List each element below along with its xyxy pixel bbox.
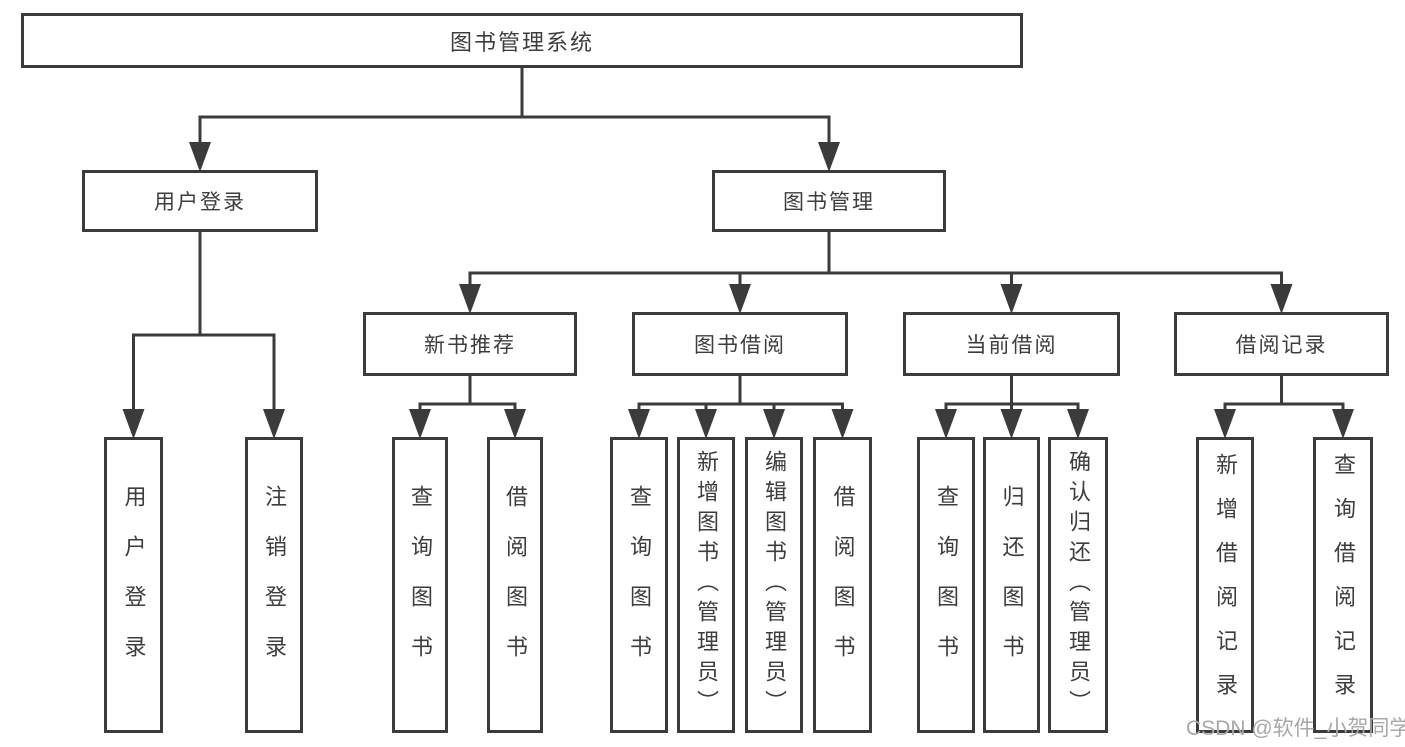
node-book-borrowing: 图书借阅 [632,312,848,376]
node-label: 查询借阅记录 [1331,453,1356,717]
node-leaf-logout: 注销登录 [245,437,303,733]
arrowhead-icon [1067,409,1089,439]
node-label: 借阅图书 [830,485,856,685]
arrowhead-icon [729,284,751,314]
node-user-login-group: 用户登录 [82,170,318,232]
node-label: 用户登录 [121,485,147,685]
node-leaf-add-borrow-record: 新增借阅记录 [1196,437,1254,733]
arrowhead-icon [1000,284,1023,314]
node-label: 注销登录 [262,485,287,685]
node-borrowing-records: 借阅记录 [1174,312,1389,376]
arrowhead-icon [122,409,145,439]
node-new-book-recommend: 新书推荐 [363,312,577,376]
arrowhead-icon [189,142,211,172]
node-book-management: 图书管理 [712,170,946,232]
arrowhead-icon [409,409,431,439]
arrowhead-icon [818,142,840,172]
node-label: 借阅图书 [503,485,528,685]
node-label: 查询图书 [934,485,959,685]
node-leaf-borrow-book-2: 借阅图书 [813,437,872,733]
node-leaf-add-book-admin: 新增图书（管理员） [677,437,735,733]
node-leaf-user-login: 用户登录 [104,437,163,733]
node-label: 查询图书 [627,485,652,685]
node-label: 借阅记录 [1235,334,1328,357]
node-leaf-query-book-2: 查询图书 [610,437,668,733]
arrowhead-icon [763,409,785,439]
arrowhead-icon [1214,409,1236,439]
watermark: CSDN @软件_小贺同学 [1186,717,1405,740]
arrowhead-icon [935,409,957,439]
arrowhead-icon [1332,409,1354,439]
node-label: 图书管理系统 [449,29,594,55]
node-label: 编辑图书（管理员） [762,450,787,720]
node-leaf-edit-book-admin: 编辑图书（管理员） [745,437,803,733]
node-leaf-query-book-1: 查询图书 [392,437,448,733]
node-label: 图书管理 [783,191,875,214]
node-leaf-query-book-3: 查询图书 [917,437,975,733]
arrowhead-icon [628,409,650,439]
arrowhead-icon [504,409,526,439]
node-label: 图书借阅 [694,334,786,357]
arrowhead-icon [831,409,854,439]
arrowhead-icon [695,409,717,439]
arrowhead-icon [1000,409,1023,439]
arrowhead-icon [263,409,285,439]
node-label: 新书推荐 [424,334,516,357]
node-root: 图书管理系统 [21,13,1023,68]
node-label: 查询图书 [408,485,433,685]
arrowhead-icon [459,284,481,314]
node-current-borrowing: 当前借阅 [903,312,1120,376]
node-label: 新增借阅记录 [1213,453,1238,717]
node-leaf-query-borrow-record: 查询借阅记录 [1313,437,1373,733]
node-leaf-borrow-book-1: 借阅图书 [487,437,543,733]
node-label: 归还图书 [999,485,1025,685]
node-leaf-return-book: 归还图书 [983,437,1040,733]
node-label: 用户登录 [154,191,246,214]
node-label: 新增图书（管理员） [694,450,719,720]
node-label: 当前借阅 [965,334,1058,357]
node-label: 确认归还（管理员） [1066,450,1091,720]
node-leaf-confirm-return: 确认归还（管理员） [1048,437,1108,733]
arrowhead-icon [1270,284,1293,314]
